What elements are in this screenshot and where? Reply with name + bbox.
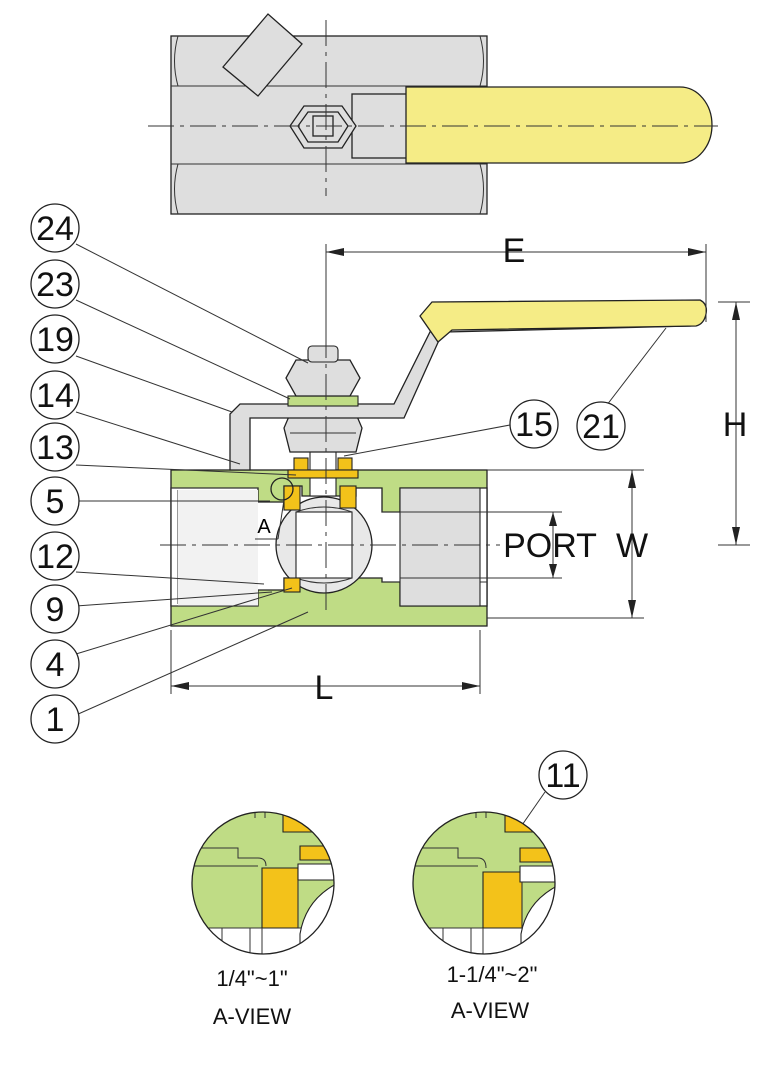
end-cap-metal (399, 487, 481, 607)
stem-top (307, 345, 339, 363)
detail-view-large (412, 811, 556, 955)
top-view-stop-tab (222, 13, 303, 97)
leader-lines (75, 243, 667, 716)
callout-1: 1 (30, 694, 80, 744)
callout-9: 9 (30, 584, 80, 634)
dim-H: H (723, 406, 748, 444)
gland-washer (287, 469, 359, 479)
lock-washer (287, 395, 359, 407)
callout-19: 19 (30, 314, 80, 364)
dim-L: L (315, 669, 334, 707)
svg-text:14: 14 (36, 377, 74, 415)
svg-text:21: 21 (582, 408, 620, 446)
dim-port: PORT (503, 527, 597, 565)
svg-text:23: 23 (36, 266, 74, 304)
seat-upper (283, 485, 301, 511)
packing-right (337, 457, 353, 471)
svg-text:24: 24 (36, 210, 74, 248)
callout-14: 14 (30, 370, 80, 420)
svg-text:13: 13 (36, 429, 74, 467)
detail-1-view: A-VIEW (213, 1004, 291, 1029)
top-view-handle-grip (405, 86, 713, 164)
handle-nut (285, 359, 361, 397)
svg-text:19: 19 (36, 321, 74, 359)
top-view (148, 13, 718, 215)
callout-5: 5 (30, 476, 80, 526)
svg-text:4: 4 (46, 646, 65, 684)
detail-view-small (191, 811, 335, 955)
handle-grip (419, 299, 708, 343)
dimension-lines (170, 244, 750, 694)
callout-4: 4 (30, 639, 80, 689)
callout-21: 21 (576, 401, 626, 451)
detail-2-view: A-VIEW (451, 998, 529, 1023)
dim-E: E (503, 232, 526, 270)
handle-lever (229, 317, 691, 471)
svg-text:9: 9 (46, 591, 65, 629)
svg-text:12: 12 (36, 538, 74, 576)
callout-24: 24 (30, 203, 80, 253)
svg-text:11: 11 (545, 757, 580, 795)
dim-W: W (616, 527, 648, 565)
section-view (160, 299, 708, 627)
callout-23: 23 (30, 259, 80, 309)
seat-lower (283, 577, 301, 593)
callout-13: 13 (30, 422, 80, 472)
callout-15: 15 (509, 399, 559, 449)
svg-text:5: 5 (46, 483, 65, 521)
seat-upper-right (339, 485, 357, 509)
detail-2-size: 1-1/4"~2" (447, 962, 538, 987)
callout-12: 12 (30, 531, 80, 581)
packing-left (293, 457, 309, 471)
detail-1-size: 1/4"~1" (216, 966, 287, 991)
callout-11: 11 (487, 750, 588, 875)
svg-text:15: 15 (515, 406, 553, 444)
svg-text:1: 1 (46, 701, 65, 739)
detail-a-marker: A (257, 516, 271, 538)
